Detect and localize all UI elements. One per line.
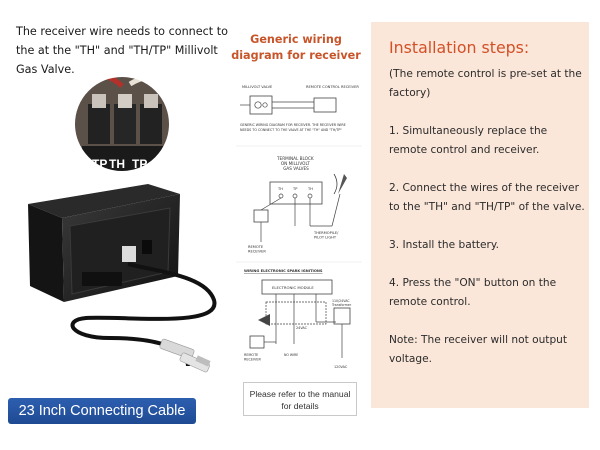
steps-list: (The remote control is pre-set at the fa…	[389, 65, 585, 369]
spade-connectors	[159, 338, 211, 373]
fig2-terminal-tp: TP	[292, 187, 298, 191]
fig2-block-label: TERMINAL BLOCK ON MILLIVOLT GAS VALVES	[276, 156, 315, 171]
manual-note-box: Please refer to the manual for details	[243, 382, 357, 416]
fig3-receiver-label: REMOTE RECEIVER	[244, 353, 261, 362]
diagram-title: Generic wiring diagram for receiver	[231, 33, 361, 62]
step-2: 2. Connect the wires of the receiver to …	[389, 182, 585, 213]
fig1-receiver-label: REMOTE CONTROL RECEIVER	[306, 85, 359, 89]
terminal-label-4: TH	[154, 157, 170, 171]
installation-steps-panel: Installation steps: (The remote control …	[371, 22, 589, 408]
steps-title: Installation steps:	[389, 38, 530, 57]
receiver-box	[28, 184, 180, 302]
step-note: Note: The receiver will not output volta…	[389, 334, 568, 365]
step-3: 3. Install the battery.	[389, 239, 500, 251]
terminal-label-1: TP	[92, 157, 107, 171]
terminal-label-3: TP	[132, 157, 147, 171]
fig2-receiver-label: REMOTE RECEIVER	[248, 245, 266, 254]
fig3-120vac-label: 120VAC	[334, 365, 348, 369]
connecting-cable	[70, 262, 217, 367]
fig3-transformer-label: 110/24VAC Transformer	[331, 299, 352, 307]
step-1: 1. Simultaneously replace the remote con…	[389, 125, 548, 156]
fig1-caption: GENERIC WIRING DIAGRAM FOR RECEIVER. THE…	[240, 123, 347, 132]
step-4: 4. Press the "ON" button on the remote c…	[389, 277, 557, 308]
fig2-thermopile-label: THERMOPILE/ PILOT LIGHT	[313, 231, 339, 240]
cable-length-badge: 23 Inch Connecting Cable	[8, 398, 196, 424]
fig1-valve-label: MILLIVOLT VALVE	[242, 85, 273, 89]
terminal-label-2: TH	[109, 157, 125, 171]
valve-terminal-inset	[74, 76, 170, 172]
fig3-24vac-label: 24VAC	[296, 326, 308, 330]
receiver-product-photo: TP TH TP TH	[28, 76, 217, 373]
intro-text: The receiver wire needs to connect to th…	[16, 25, 228, 76]
diagram-figure-2: TERMINAL BLOCK ON MILLIVOLT GAS VALVES T…	[248, 156, 347, 254]
step-preset-note: (The remote control is pre-set at the fa…	[389, 68, 582, 99]
diagram-figure-3: WIRING ELECTRONIC SPARK IGNITIONS ELECTR…	[244, 269, 352, 369]
fig2-terminal-th: TH	[277, 187, 283, 191]
fig3-module-label: ELECTRONIC MODULE	[272, 285, 314, 290]
manual-note-text: Please refer to the manual for details	[249, 389, 351, 411]
diagram-figure-1: MILLIVOLT VALVE REMOTE CONTROL RECEIVER …	[240, 85, 359, 132]
fig2-terminal-th2: TH	[307, 187, 313, 191]
fig3-no-wire-label: NO WIRE	[284, 353, 298, 357]
fig3-heading: WIRING ELECTRONIC SPARK IGNITIONS	[244, 269, 323, 273]
wiring-diagrams: MILLIVOLT VALVE REMOTE CONTROL RECEIVER …	[236, 85, 362, 369]
